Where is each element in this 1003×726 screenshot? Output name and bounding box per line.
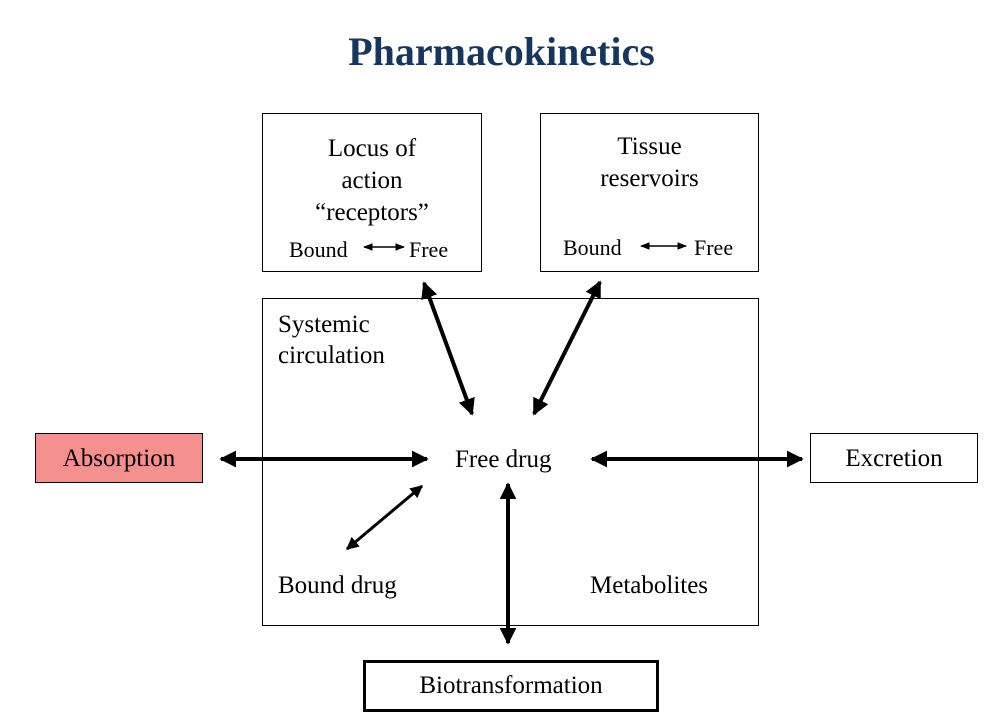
excretion-label: Excretion [845,445,943,472]
tissue-free-label: Free [694,235,734,260]
free-drug-bound-drug-arrow [346,484,423,551]
metabolites-label: Metabolites [590,572,709,599]
page-title: Pharmacokinetics [348,29,655,74]
biotransformation-label: Biotransformation [419,672,603,699]
absorption-label: Absorption [62,445,176,472]
tissue-free-drug-arrow [532,280,602,416]
bound-drug-label: Bound drug [278,572,397,599]
tissue-line-2: reservoirs [600,165,699,192]
absorption-box: Absorption [35,433,203,483]
locus-line-3: “receptors” [315,199,429,226]
tissue-line-1: Tissue [617,133,682,160]
biotransformation-box: Biotransformation [363,660,659,712]
locus-of-action-box: Locus of action “receptors” Bound Free [262,113,482,272]
free-drug-label: Free drug [455,446,552,473]
systemic-line-2: circulation [278,342,385,369]
locus-bound-label: Bound [289,237,348,262]
locus-line-1: Locus of [327,135,417,162]
systemic-line-1: Systemic [278,311,370,338]
excretion-box: Excretion [810,433,978,483]
locus-line-2: action [341,167,403,194]
tissue-bound-label: Bound [563,235,622,260]
locus-free-drug-arrow [421,281,475,416]
locus-free-label: Free [409,237,449,262]
